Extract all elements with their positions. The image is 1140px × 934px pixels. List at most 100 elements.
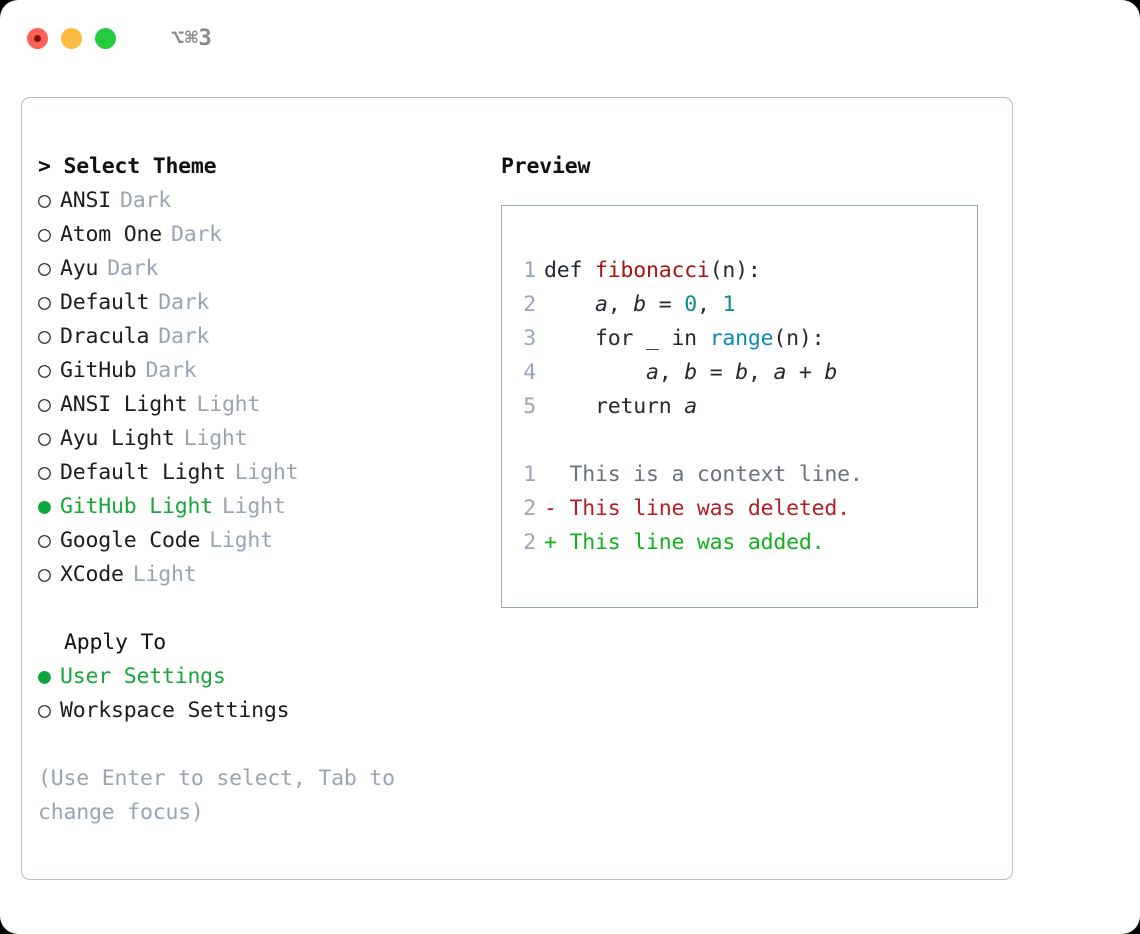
theme-variant-badge: Light <box>183 426 248 451</box>
diff-line-text: + This line was added. <box>544 530 825 555</box>
code-token-plain: = <box>645 292 685 317</box>
theme-option-google-code[interactable]: ○ Google Code Light <box>38 524 468 558</box>
theme-option-dracula[interactable]: ○ Dracula Dark <box>38 320 468 354</box>
traffic-lights <box>27 27 116 49</box>
radio-unselected-icon: ○ <box>38 358 51 383</box>
theme-variant-badge: Light <box>209 528 273 553</box>
theme-variant-badge: Dark <box>158 290 210 315</box>
code-line: 2 a, b = 0, 1 <box>512 288 863 322</box>
theme-option-label: ANSI Light <box>60 392 188 417</box>
theme-variant-badge: Dark <box>107 256 159 281</box>
apply-to-option-label: Workspace Settings <box>60 698 290 723</box>
radio-unselected-icon: ○ <box>38 698 51 723</box>
theme-variant-badge: Light <box>221 494 286 519</box>
radio-unselected-icon: ○ <box>38 562 51 587</box>
theme-option-label: Atom One <box>60 222 162 247</box>
select-theme-heading: > Select Theme <box>38 154 217 179</box>
code-token-num: 0 <box>684 292 697 317</box>
radio-unselected-icon: ○ <box>38 460 51 485</box>
theme-option-atom-one[interactable]: ○ Atom One Dark <box>38 218 468 252</box>
code-token-var: a <box>684 394 697 419</box>
theme-option-ayu[interactable]: ○ Ayu Dark <box>38 252 468 286</box>
code-token-var: a <box>594 292 608 317</box>
code-token-plain: def <box>544 258 595 283</box>
code-token-plain: = <box>696 360 736 385</box>
radio-unselected-icon: ○ <box>38 256 51 281</box>
code-token-plain: for _ in <box>544 326 710 351</box>
minimize-button-icon[interactable] <box>61 27 82 49</box>
line-number: 5 <box>523 394 536 419</box>
theme-option-github-light[interactable]: ● GitHub Light Light <box>38 490 468 524</box>
theme-variant-badge: Dark <box>119 188 171 213</box>
line-number: 2 <box>523 292 536 317</box>
radio-unselected-icon: ○ <box>38 324 51 349</box>
code-line: 5 return a <box>512 390 863 424</box>
diff-line-text: - This line was deleted. <box>544 496 850 521</box>
code-token-fn: fibonacci <box>594 258 710 283</box>
line-number: 1 <box>523 258 536 283</box>
code-token-var: b <box>633 292 646 317</box>
code-token-plain: , <box>607 292 634 317</box>
maximize-button-icon[interactable] <box>95 27 116 49</box>
code-line: 3 for _ in range(n): <box>512 322 863 356</box>
code-token-plain <box>544 360 646 385</box>
radio-unselected-icon: ○ <box>38 528 51 553</box>
code-token-plain: (n): <box>773 326 825 351</box>
apply-to-option-label: User Settings <box>60 664 226 689</box>
theme-option-label: Dracula <box>60 324 150 349</box>
code-token-plain: (n): <box>709 258 761 283</box>
line-number: 4 <box>523 360 536 385</box>
diff-line-add: 2 + This line was added. <box>512 526 863 560</box>
diff-line-text: This is a context line. <box>544 462 863 487</box>
code-token-num: 1 <box>722 292 736 317</box>
radio-unselected-icon: ○ <box>38 290 51 315</box>
code-token-builtin: range <box>709 326 774 351</box>
apply-to-option-workspace-settings[interactable]: ○ Workspace Settings <box>38 694 468 728</box>
close-button-icon[interactable] <box>27 27 48 49</box>
line-number: 2 <box>523 530 536 555</box>
line-number: 2 <box>523 496 536 521</box>
theme-option-ayu-light[interactable]: ○ Ayu Light Light <box>38 422 468 456</box>
theme-variant-badge: Light <box>196 392 261 417</box>
theme-variant-badge: Dark <box>145 358 197 383</box>
radio-unselected-icon: ○ <box>38 222 51 247</box>
code-token-var: a <box>645 360 659 385</box>
theme-option-label: Ayu Light <box>60 426 175 451</box>
code-token-plain: , <box>696 292 723 317</box>
apply-to-section: Apply To ● User Settings ○ Workspace Settin… <box>38 626 468 728</box>
radio-selected-icon: ● <box>38 664 51 689</box>
radio-selected-icon: ● <box>38 494 51 519</box>
title-bar: ⌥⌘3 <box>0 0 1140 76</box>
preview-heading: Preview <box>501 154 591 179</box>
code-line: 1 def fibonacci(n): <box>512 254 863 288</box>
theme-option-label: Default <box>60 290 150 315</box>
theme-variant-badge: Dark <box>170 222 222 247</box>
radio-unselected-icon: ○ <box>38 426 51 451</box>
theme-variant-badge: Light <box>132 562 197 587</box>
apply-to-heading: Apply To <box>64 630 166 655</box>
code-token-plain: , <box>747 360 774 385</box>
apply-to-option-user-settings[interactable]: ● User Settings <box>38 660 468 694</box>
theme-option-label: Default Light <box>60 460 226 485</box>
keyboard-shortcut-label: ⌥⌘3 <box>171 25 213 51</box>
theme-option-label: GitHub Light <box>60 494 213 519</box>
theme-variant-badge: Dark <box>158 324 210 349</box>
line-number: 1 <box>523 462 536 487</box>
theme-option-label: Google Code <box>60 528 201 553</box>
code-token-var: a <box>773 360 787 385</box>
theme-option-label: Ayu <box>60 256 99 281</box>
code-spacer <box>512 424 863 458</box>
theme-option-default[interactable]: ○ Default Dark <box>38 286 468 320</box>
